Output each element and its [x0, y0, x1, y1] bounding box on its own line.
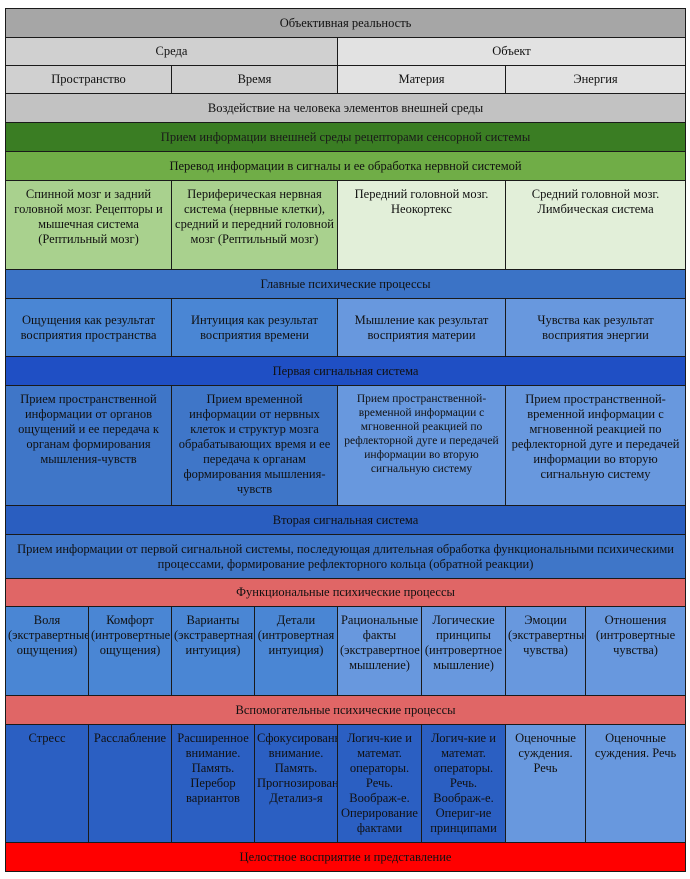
objective-reality-header: Объективная реальность: [4, 8, 687, 38]
main-cell-intuition: Интуиция как результат восприятия времен…: [171, 298, 338, 357]
energy-cell: Энергия: [504, 65, 687, 94]
func-cell-emotions: Эмоции (экстравертные чувства): [505, 606, 586, 696]
main-cell-sensation: Ощущения как результат восприятия простр…: [5, 298, 172, 357]
main-cell-thinking: Мышление как результат восприятия матери…: [337, 298, 506, 357]
aux-cell-focused-attention: Сфокусированное внимание. Память. Прогно…: [254, 724, 338, 843]
first-cell-space: Прием пространственной информации от орг…: [5, 385, 172, 506]
func-cell-details: Детали (интровертная интуиция): [254, 606, 338, 696]
time-cell: Время: [171, 65, 338, 94]
func-cell-will: Воля (экстравертные ощущения): [5, 606, 89, 696]
holistic-row: Целостное восприятие и представление: [4, 842, 687, 872]
space-cell: Пространство: [5, 65, 172, 94]
brain-cell-limbic: Средний головной мозг. Лимбическая систе…: [504, 180, 687, 270]
main-processes-header: Главные психические процессы: [4, 269, 687, 299]
aux-cell-relax: Расслабление: [88, 724, 172, 843]
aux-cell-judgement-1: Оценочные суждения. Речь: [505, 724, 586, 843]
func-cell-principles: Логические принципы (интровертное мышлен…: [421, 606, 506, 696]
brain-cell-neocortex: Передний головной мозг. Неокортекс: [337, 180, 506, 270]
reception-row: Прием информации внешней среды рецептора…: [4, 122, 687, 152]
first-signal-header: Первая сигнальная система: [4, 356, 687, 386]
second-signal-text: Прием информации от первой сигнальной си…: [4, 534, 687, 579]
func-cell-variants: Варианты (экстравертная интуиция): [171, 606, 255, 696]
psychic-processes-table: Объективная реальность Среда Объект Прос…: [4, 8, 687, 872]
aux-cell-stress: Стресс: [5, 724, 89, 843]
first-cell-time: Прием временной информации от нервных кл…: [171, 385, 338, 506]
main-cell-feelings: Чувства как результат восприятия энергии: [504, 298, 687, 357]
brain-cell-peripheral: Периферическая нервная система (нервные …: [171, 180, 338, 270]
aux-cell-judgement-2: Оценочные суждения. Речь: [584, 724, 687, 843]
environment-header: Среда: [5, 37, 338, 66]
first-cell-energy: Прием пространственной-временной информа…: [504, 385, 687, 506]
aux-cell-logic-principles: Логич-кие и математ. операторы. Речь. Во…: [421, 724, 506, 843]
aux-cell-wide-attention: Расширенное внимание. Память. Перебор ва…: [171, 724, 255, 843]
func-cell-relations: Отношения (интровертные чувства): [584, 606, 687, 696]
brain-cell-spinal: Спинной мозг и задний головной мозг. Рец…: [5, 180, 172, 270]
matter-cell: Материя: [337, 65, 506, 94]
impact-row: Воздействие на человека элементов внешне…: [4, 93, 687, 123]
object-header: Объект: [336, 37, 687, 66]
auxiliary-header: Вспомогательные психические процессы: [4, 695, 687, 725]
func-cell-comfort: Комфорт (интровертные ощущения): [88, 606, 172, 696]
first-cell-matter: Прием пространственной-временной информа…: [337, 385, 506, 506]
second-signal-header: Вторая сигнальная система: [4, 505, 687, 535]
func-cell-facts: Рациональные факты (экстравертное мышлен…: [337, 606, 422, 696]
functional-header: Функциональные психические процессы: [4, 578, 687, 607]
aux-cell-logic-facts: Логич-кие и математ. операторы. Речь. Во…: [337, 724, 422, 843]
translation-row: Перевод информации в сигналы и ее обрабо…: [4, 151, 687, 181]
